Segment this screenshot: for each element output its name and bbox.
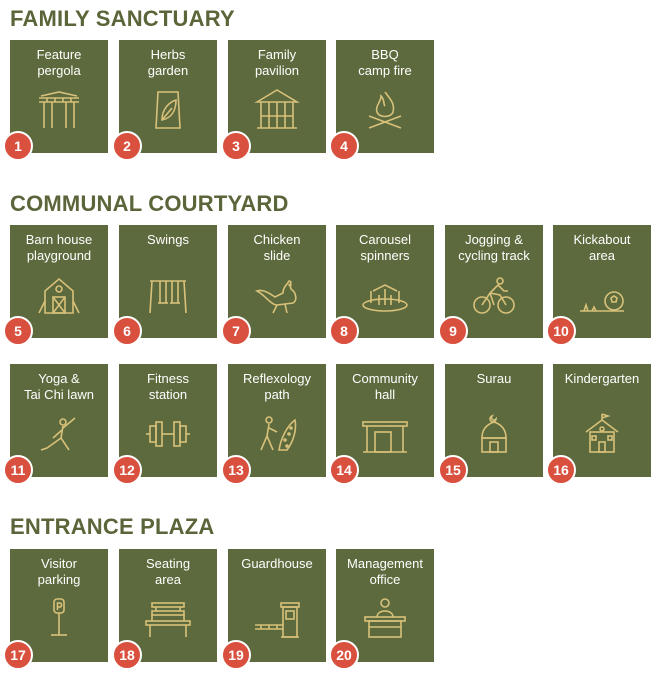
reflexology-icon [253, 410, 301, 458]
tile-number-badge: 9 [438, 316, 468, 346]
herb-leaf-icon [144, 86, 192, 134]
tile-label: Herbs garden [147, 47, 189, 78]
tile-label: Reflexology path [243, 371, 311, 402]
tile-kindergarten[interactable]: Kindergarten 16 [546, 364, 651, 485]
tile-label: Family pavilion [254, 47, 300, 78]
tile-label: Visitor parking [37, 556, 81, 587]
schoolhouse-icon [578, 410, 626, 458]
tile-number-badge: 3 [221, 131, 251, 161]
cyclist-icon [470, 271, 518, 319]
barn-house-icon [35, 271, 83, 319]
tile-feature-pergola[interactable]: Feature pergola 1 [3, 40, 108, 161]
tile-label: Surau [476, 371, 512, 386]
tile-number-badge: 1 [3, 131, 33, 161]
tile-label: Management office [347, 556, 423, 587]
tile-label: Feature pergola [36, 47, 82, 78]
tile-reflexology-path[interactable]: Reflexology path 13 [221, 364, 326, 485]
tile-label: Seating area [145, 556, 191, 587]
tile-number-badge: 16 [546, 455, 576, 485]
tile-number-badge: 17 [3, 640, 33, 670]
section-title-entrance-plaza: ENTRANCE PLAZA [10, 514, 215, 539]
tile-number-badge: 14 [329, 455, 359, 485]
chicken-slide-icon [253, 271, 301, 319]
tile-label: Community hall [352, 371, 418, 402]
mosque-icon [470, 410, 518, 458]
tile-yoga-tai-chi-lawn[interactable]: Yoga & Tai Chi lawn 11 [3, 364, 108, 485]
bench-icon [144, 595, 192, 643]
tile-kickabout-area[interactable]: Kickabout area 10 [546, 225, 651, 346]
reception-desk-icon [361, 595, 409, 643]
dumbbell-icon [144, 410, 192, 458]
section-title-family-sanctuary: FAMILY SANCTUARY [10, 6, 235, 31]
tile-number-badge: 6 [112, 316, 142, 346]
tile-number-badge: 5 [3, 316, 33, 346]
tile-label: Chicken slide [253, 232, 301, 263]
tile-number-badge: 4 [329, 131, 359, 161]
tile-chicken-slide[interactable]: Chicken slide 7 [221, 225, 326, 346]
tile-number-badge: 11 [3, 455, 33, 485]
tile-label: Barn house playground [25, 232, 93, 263]
carousel-icon [361, 271, 409, 319]
tile-label: BBQ camp fire [358, 47, 412, 78]
soccer-ball-icon [578, 271, 626, 319]
tile-surau[interactable]: Surau 15 [438, 364, 543, 485]
hall-icon [361, 410, 409, 458]
tile-guardhouse[interactable]: Guardhouse 19 [221, 549, 326, 670]
tile-management-office[interactable]: Management office 20 [329, 549, 434, 670]
tile-barn-house-playground[interactable]: Barn house playground 5 [3, 225, 108, 346]
tile-label: Fitness station [147, 371, 189, 402]
tile-number-badge: 20 [329, 640, 359, 670]
tile-seating-area[interactable]: Seating area 18 [112, 549, 217, 670]
tile-number-badge: 15 [438, 455, 468, 485]
pavilion-icon [253, 86, 301, 134]
tile-family-pavilion[interactable]: Family pavilion 3 [221, 40, 326, 161]
campfire-icon [361, 86, 409, 134]
tile-label: Yoga & Tai Chi lawn [23, 371, 95, 402]
tile-number-badge: 19 [221, 640, 251, 670]
pergola-icon [35, 86, 83, 134]
tile-number-badge: 12 [112, 455, 142, 485]
yoga-pose-icon [35, 410, 83, 458]
tile-fitness-station[interactable]: Fitness station 12 [112, 364, 217, 485]
tile-carousel-spinners[interactable]: Carousel spinners 8 [329, 225, 434, 346]
tile-number-badge: 8 [329, 316, 359, 346]
tile-label: Kickabout area [573, 232, 631, 263]
section-title-communal-courtyard: COMMUNAL COURTYARD [10, 191, 289, 216]
tile-community-hall[interactable]: Community hall 14 [329, 364, 434, 485]
tile-swings[interactable]: Swings 6 [112, 225, 217, 346]
parking-sign-icon [35, 595, 83, 643]
tile-number-badge: 2 [112, 131, 142, 161]
tile-label: Jogging & cycling track [458, 232, 530, 263]
tile-label: Kindergarten [564, 371, 640, 386]
tile-label: Carousel spinners [358, 232, 412, 263]
tile-herbs-garden[interactable]: Herbs garden 2 [112, 40, 217, 161]
tile-label: Swings [147, 232, 189, 247]
tile-number-badge: 13 [221, 455, 251, 485]
tile-bbq-camp-fire[interactable]: BBQ camp fire 4 [329, 40, 434, 161]
tile-number-badge: 18 [112, 640, 142, 670]
tile-number-badge: 7 [221, 316, 251, 346]
tile-jogging-cycling-track[interactable]: Jogging & cycling track 9 [438, 225, 543, 346]
tile-visitor-parking[interactable]: Visitor parking 17 [3, 549, 108, 670]
tile-label: Guardhouse [241, 556, 313, 571]
tile-number-badge: 10 [546, 316, 576, 346]
guardhouse-icon [253, 595, 301, 643]
swing-icon [144, 271, 192, 319]
